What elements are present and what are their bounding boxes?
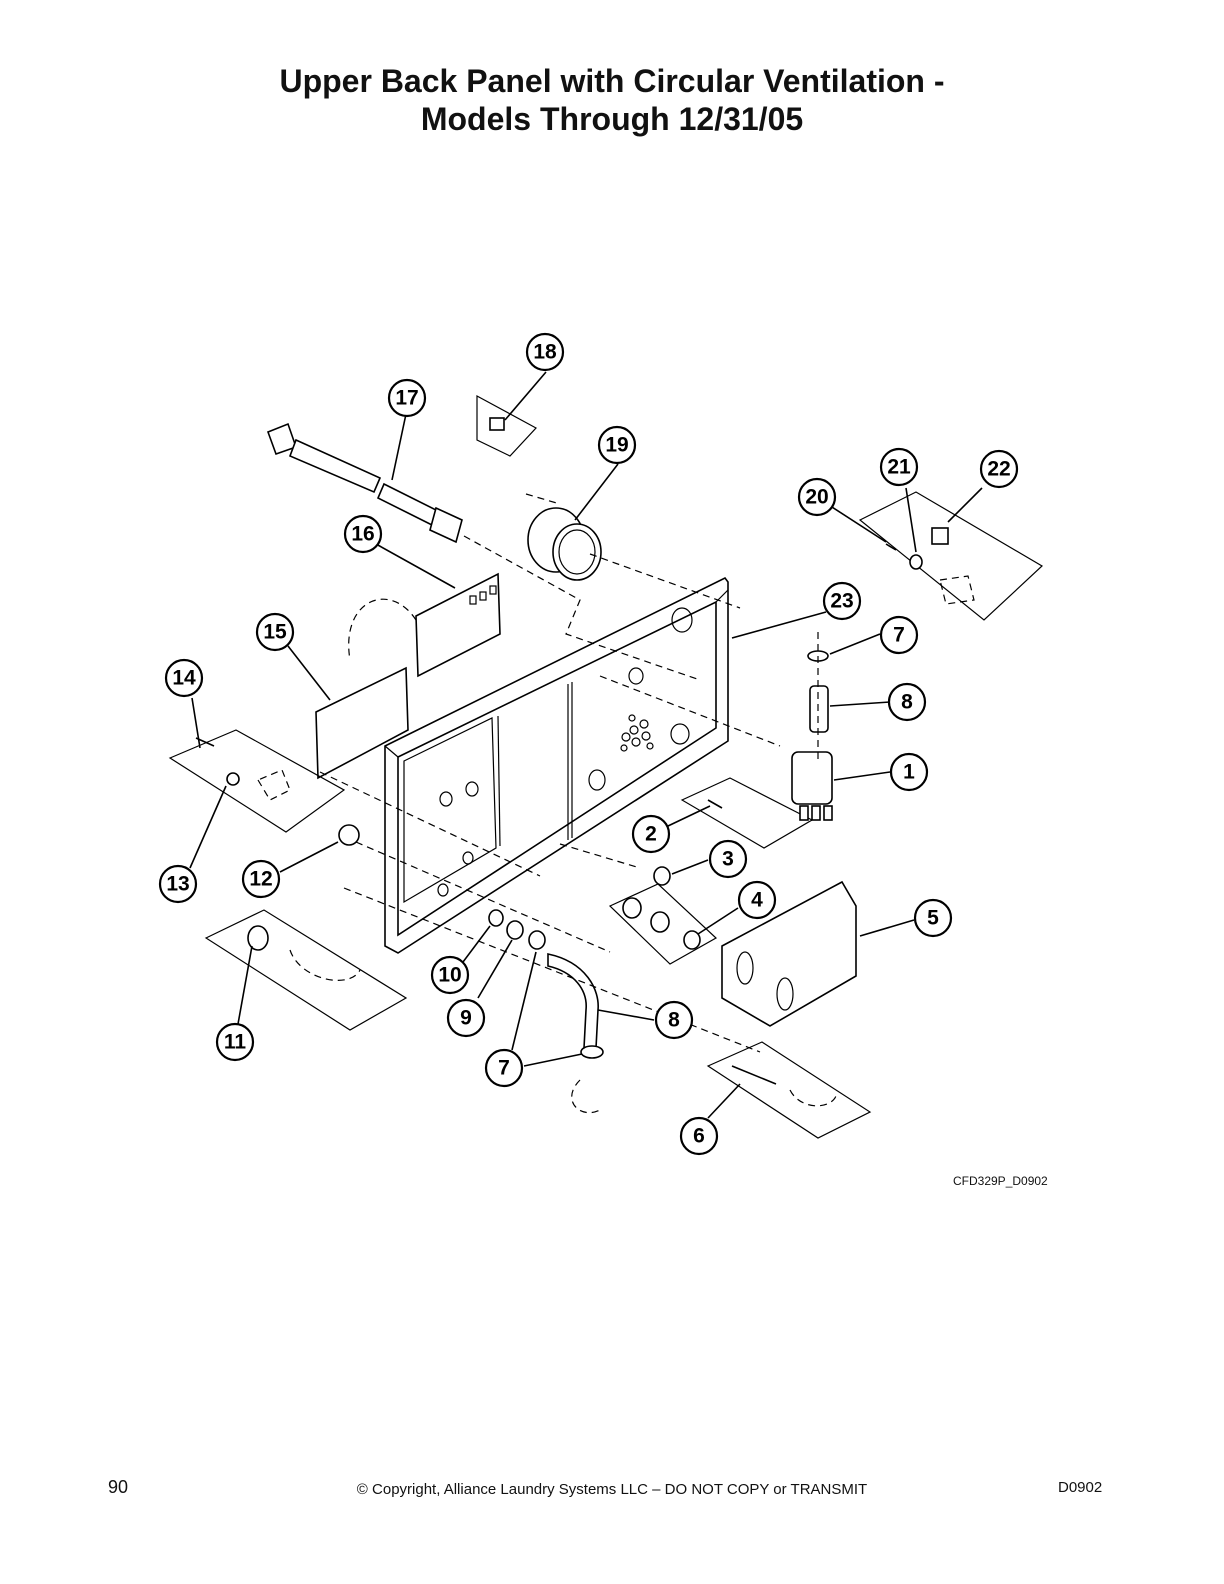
cover-plate [315,666,409,780]
callout-11: 11 [215,1022,255,1062]
bushing-3 [653,866,671,886]
callout-18: 18 [525,332,565,372]
callout-label: 7 [498,1057,510,1080]
callout-label: 18 [533,341,557,364]
callout-15: 15 [255,612,295,652]
document-code: D0902 [1058,1479,1103,1496]
callout-23: 23 [822,581,862,621]
callout-17: 17 [387,378,427,418]
callout-label: 1 [903,761,915,784]
title-line-1: Upper Back Panel with Circular Ventilati… [279,63,945,99]
callout-16: 16 [343,514,383,554]
callout-label: 15 [263,621,287,644]
callout-8-upper: 8 [887,682,927,722]
callout-19: 19 [597,425,637,465]
callout-label: 2 [645,823,657,846]
inset-20-21-22 [858,491,1043,621]
callout-8: 8 [654,1000,694,1040]
knob-12 [338,824,360,846]
callout-14: 14 [164,658,204,698]
callout-label: 14 [172,667,196,690]
callout-label: 7 [893,624,905,647]
circular-vent-duct [527,507,602,581]
callout-9: 9 [446,998,486,1038]
callout-label: 16 [351,523,374,546]
callout-13: 13 [158,864,198,904]
title-line-2: Models Through 12/31/05 [420,101,804,137]
leader-lines [189,371,983,1119]
copyright-notice: © Copyright, Alliance Laundry Systems LL… [356,1481,868,1498]
callout-label: 8 [901,691,913,714]
page-title: Upper Back Panel with Circular Ventilati… [0,62,1224,138]
callout-5: 5 [913,898,953,938]
callout-label: 8 [668,1009,680,1032]
callout-label: 3 [722,848,734,871]
callout-label: 12 [249,868,272,891]
callout-label: 17 [395,387,418,410]
callout-3: 3 [708,839,748,879]
callout-label: 9 [460,1007,472,1030]
callout-2: 2 [631,814,671,854]
drawing-id: CFD329P_D0902 [953,1174,1048,1188]
callout-label: 4 [751,889,763,912]
callout-label: 6 [693,1125,705,1148]
callout-10: 10 [430,955,470,995]
hose-assembly [266,422,463,544]
callout-4: 4 [737,880,777,920]
callout-7: 7 [484,1048,524,1088]
fitting-inset-11 [204,909,408,1031]
callout-22: 22 [979,449,1019,489]
washers-and-lower-hose [488,909,604,1114]
callout-12: 12 [241,859,281,899]
callout-7-upper: 7 [879,615,919,655]
mounting-bracket [721,880,857,1027]
callout-1: 1 [889,752,929,792]
screw-washer-inset-left [168,729,346,833]
screw-inset-18 [476,394,537,457]
callout-20: 20 [797,477,837,517]
water-valve [791,650,833,821]
callout-label: 19 [605,434,628,457]
callout-label: 23 [830,590,853,613]
callout-label: 20 [805,486,828,509]
callout-label: 10 [438,964,461,987]
callout-label: 5 [927,907,939,930]
inset-6 [706,1041,872,1139]
callout-6: 6 [679,1116,719,1156]
callout-label: 21 [887,456,911,479]
control-label [348,572,501,678]
callout-label: 11 [224,1031,247,1054]
callout-label: 22 [987,458,1010,481]
callout-label: 13 [166,873,189,896]
page-number: 90 [108,1477,129,1497]
back-panel-frame [384,576,729,954]
callout-21: 21 [879,447,919,487]
assembly-lines [319,493,819,1053]
vent-hole-cluster [620,714,654,752]
fitting-inset-4 [608,883,718,965]
